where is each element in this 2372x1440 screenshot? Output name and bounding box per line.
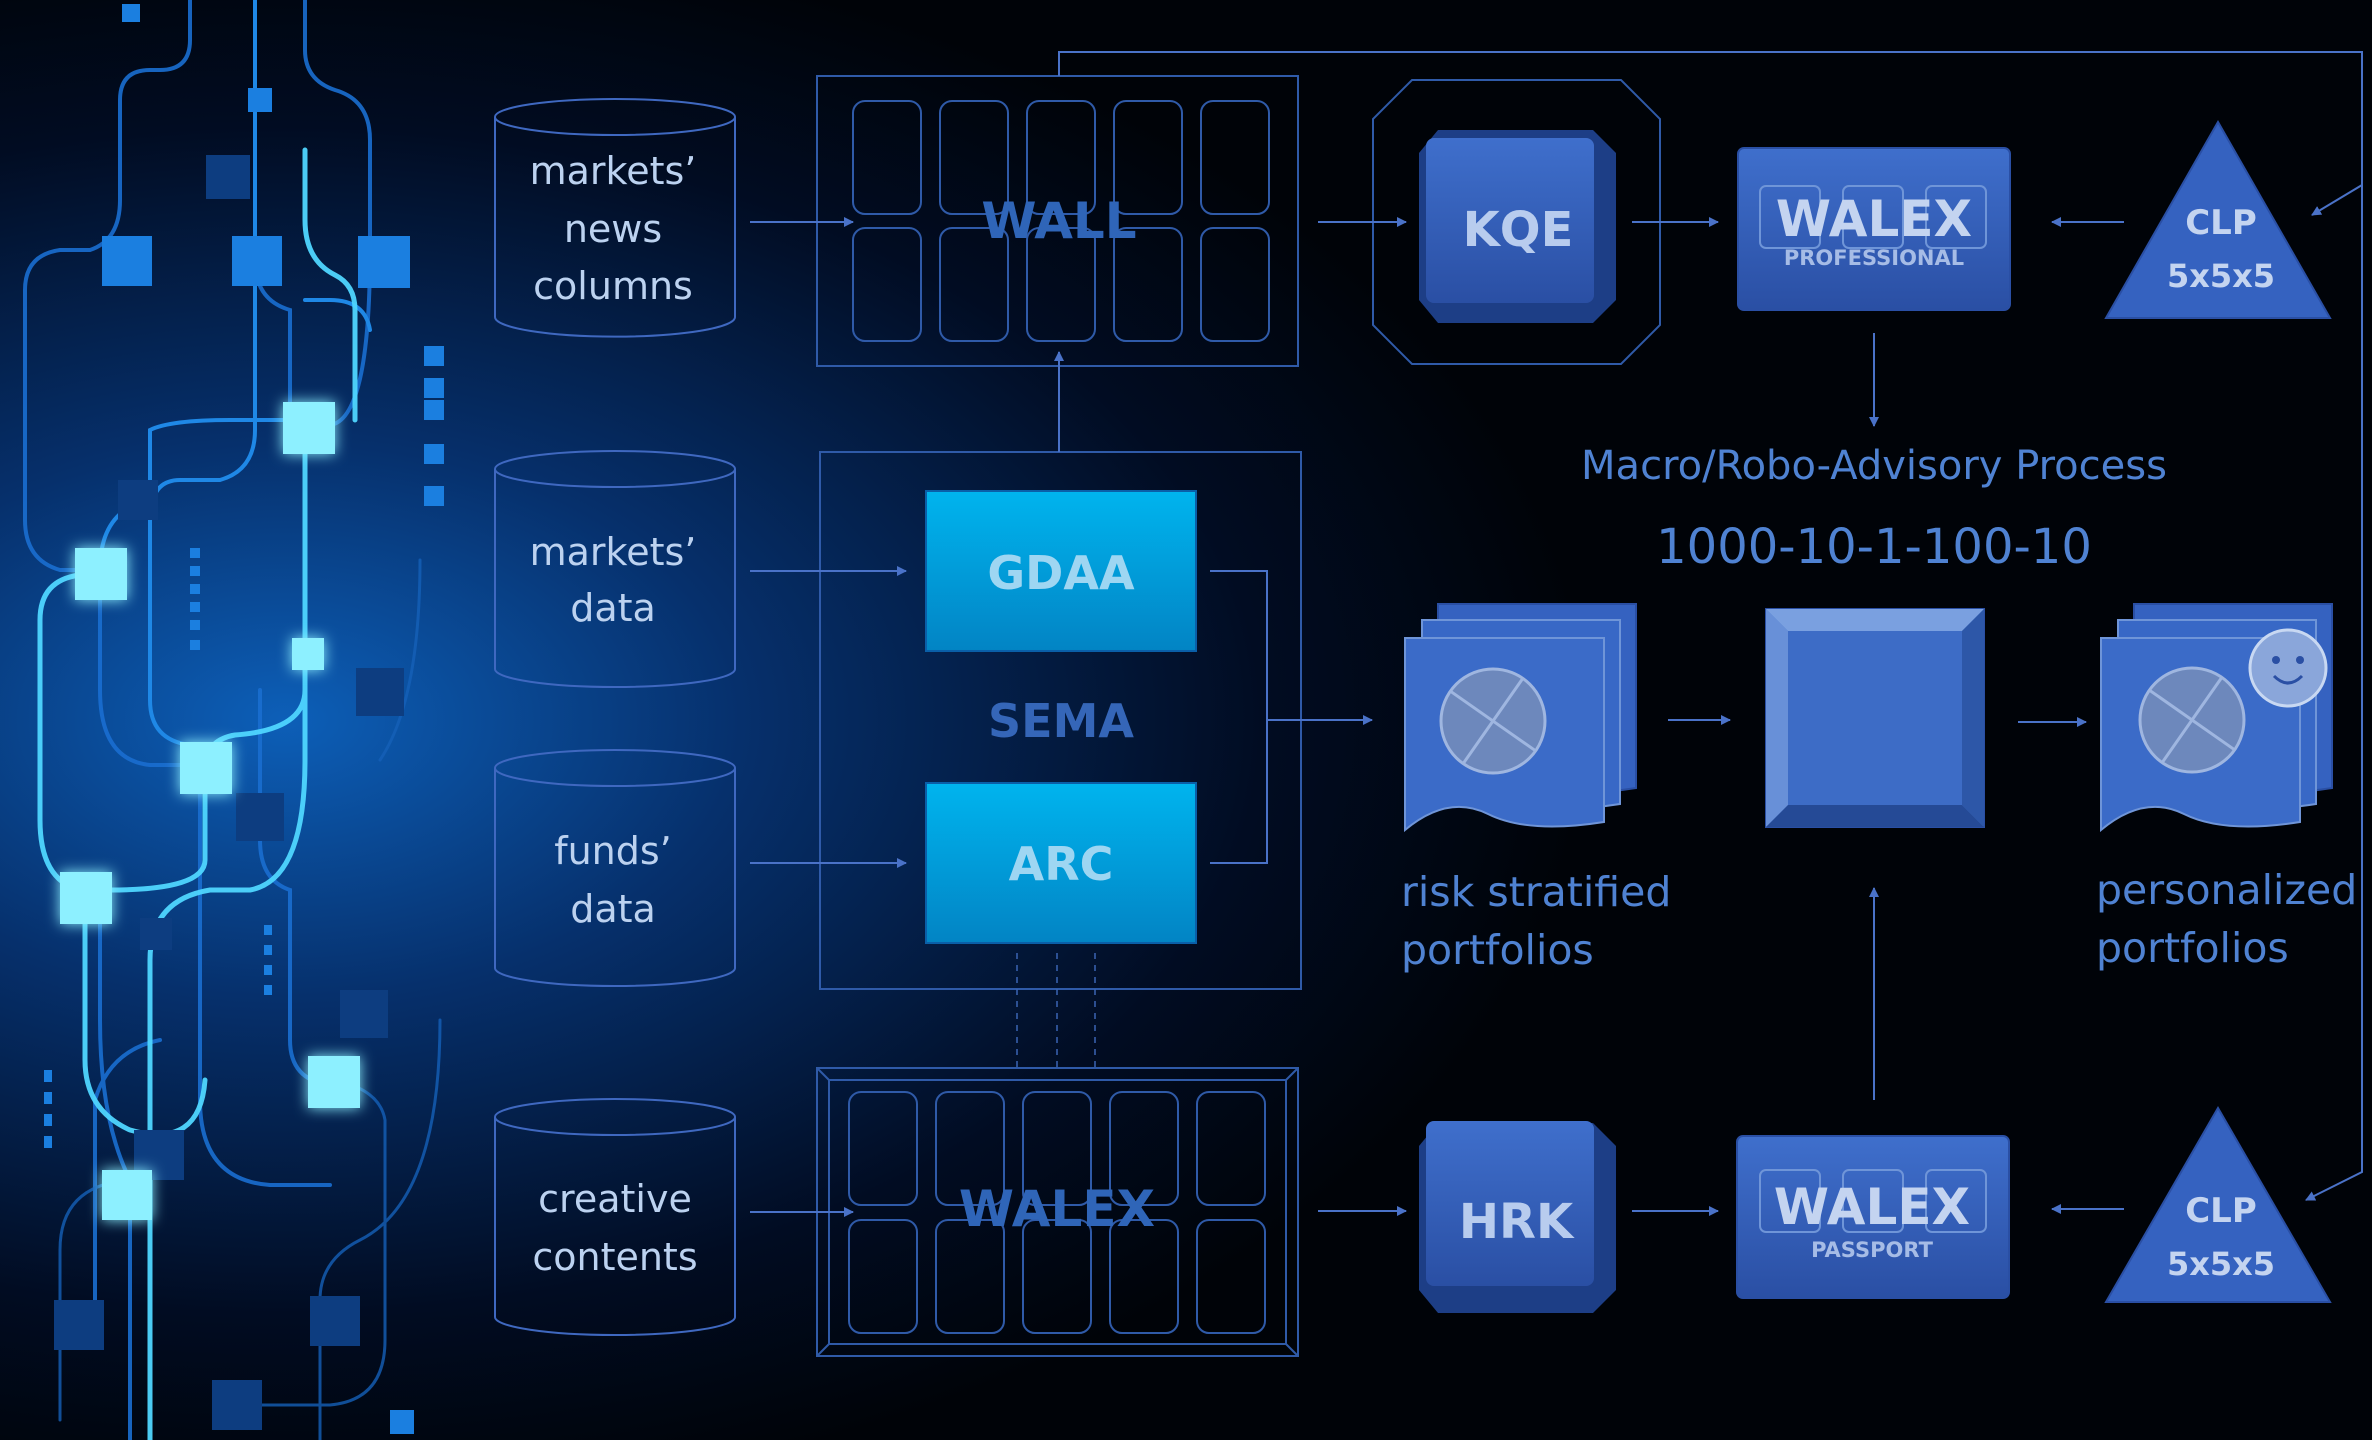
source-markets-line2: data bbox=[570, 586, 656, 630]
source-funds-line1: funds’ bbox=[554, 829, 672, 873]
walex-passport-subtitle: PASSPORT bbox=[1811, 1238, 1933, 1262]
wall-box: WALL bbox=[816, 75, 1299, 367]
grid-cell bbox=[1109, 1219, 1179, 1334]
source-markets-line1: markets’ bbox=[530, 530, 697, 574]
arc-box bbox=[925, 782, 1197, 944]
clp-top-line2: 5x5x5 bbox=[2167, 257, 2275, 295]
connectors bbox=[750, 51, 2363, 1217]
hrk-label: HRK bbox=[1459, 1194, 1575, 1250]
arc-label: ARC bbox=[1009, 837, 1114, 891]
clp-top-triangle: CLP 5x5x5 bbox=[2104, 119, 2332, 319]
walex-professional-box: WALEX PROFESSIONAL bbox=[1737, 147, 2011, 311]
smiley-icon bbox=[2248, 628, 2328, 708]
clp-bottom-triangle: CLP 5x5x5 bbox=[2104, 1105, 2332, 1303]
risk-label-line1: risk stratified bbox=[1401, 868, 1671, 916]
grid-cell bbox=[1196, 1091, 1266, 1206]
wall-label: WALL bbox=[981, 192, 1136, 250]
grid-cell bbox=[852, 100, 922, 215]
clp-bottom-line2: 5x5x5 bbox=[2167, 1245, 2275, 1283]
grid-cell bbox=[935, 1219, 1005, 1334]
source-markets-data: markets’ data bbox=[494, 450, 736, 688]
grid-cell bbox=[1113, 227, 1183, 342]
grid-cell bbox=[939, 100, 1009, 215]
walex-professional-subtitle: PROFESSIONAL bbox=[1784, 246, 1964, 270]
sema-box: GDAA SEMA ARC bbox=[819, 451, 1302, 990]
grid-cell bbox=[1022, 1091, 1092, 1206]
grid-cell bbox=[1196, 1219, 1266, 1334]
grid-cell bbox=[848, 1091, 918, 1206]
personal-label-line1: personalized bbox=[2096, 866, 2357, 914]
gdaa-label: GDAA bbox=[987, 546, 1135, 600]
grid-cell bbox=[848, 1219, 918, 1334]
source-creative-line2: contents bbox=[532, 1235, 697, 1279]
grid-cell bbox=[1026, 100, 1096, 215]
source-news-line2: news bbox=[564, 207, 662, 251]
walex-passport-box: WALEX PASSPORT bbox=[1736, 1135, 2010, 1299]
grid-cell bbox=[939, 227, 1009, 342]
grid-cell bbox=[1200, 227, 1270, 342]
sema-label: SEMA bbox=[988, 694, 1134, 748]
kqe-chip: KQE bbox=[1419, 130, 1616, 323]
process-title: Macro/Robo-Advisory Process bbox=[1581, 443, 2167, 489]
source-news-columns: markets’ news columns bbox=[494, 98, 736, 338]
walex-grid-label: WALEX bbox=[959, 1180, 1155, 1238]
grid-cell bbox=[1022, 1219, 1092, 1334]
feedback-line-top bbox=[1058, 51, 2363, 216]
feedback-line-bottom bbox=[2305, 185, 2363, 1201]
clp-top-line1: CLP bbox=[2185, 203, 2257, 243]
circuit-decoration bbox=[23, 0, 444, 1440]
risk-portfolios-stack bbox=[1404, 603, 1637, 833]
kqe-label: KQE bbox=[1463, 202, 1574, 258]
grid-cell bbox=[1109, 1091, 1179, 1206]
source-news-line1: markets’ bbox=[530, 149, 697, 193]
kqe-octagon bbox=[1372, 79, 1661, 365]
source-creative-line1: creative bbox=[538, 1177, 692, 1221]
arc-walex-dashed-links bbox=[1016, 953, 1096, 1072]
personal-label-line2: portfolios bbox=[2096, 924, 2289, 972]
source-news-line3: columns bbox=[533, 264, 693, 308]
process-square bbox=[1765, 608, 1985, 828]
grid-cell bbox=[935, 1091, 1005, 1206]
grid-cell bbox=[1200, 100, 1270, 215]
bracket-gdaa-arc bbox=[1210, 570, 1268, 864]
clp-bottom-line1: CLP bbox=[2185, 1191, 2257, 1231]
hrk-chip: HRK bbox=[1419, 1121, 1616, 1313]
grid-cell bbox=[852, 227, 922, 342]
grid-cell bbox=[1113, 100, 1183, 215]
walex-professional-title: WALEX bbox=[1776, 190, 1972, 248]
gdaa-box bbox=[925, 490, 1197, 652]
walex-passport-title: WALEX bbox=[1774, 1178, 1970, 1236]
process-code: 1000-10-1-100-10 bbox=[1656, 519, 2092, 575]
grid-cell bbox=[1026, 227, 1096, 342]
personalized-portfolios-stack bbox=[2100, 603, 2333, 833]
risk-label-line2: portfolios bbox=[1401, 926, 1594, 974]
source-funds-line2: data bbox=[570, 887, 656, 931]
source-funds-data: funds’ data bbox=[494, 749, 736, 987]
source-creative-contents: creative contents bbox=[494, 1098, 736, 1336]
